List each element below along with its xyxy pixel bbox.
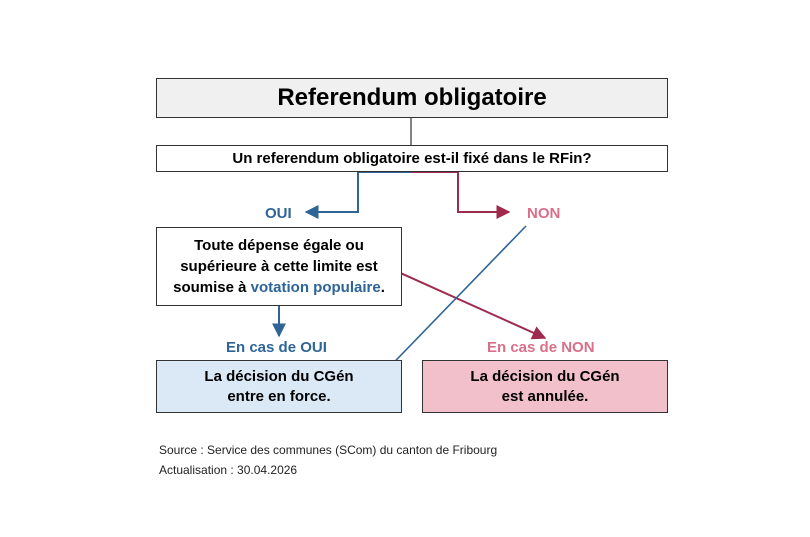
rule-line-1: Toute dépense égale ou: [194, 237, 364, 254]
rule-to-no-case-arrow: [375, 261, 547, 340]
update-date: Actualisation : 30.04.2026: [159, 463, 298, 477]
diagram-title-text: Referendum obligatoire: [277, 84, 547, 111]
no-result-line-2: est annulée.: [501, 387, 589, 405]
no-result-line-1: La décision du CGén: [470, 367, 620, 385]
question-text: Un referendum obligatoire est-il fixé da…: [232, 150, 592, 167]
if-yes-label: En cas de OUI: [226, 339, 327, 356]
yes-result-text: La décision du CGén entre en force.: [204, 367, 353, 407]
if-no-label: En cas de NON: [487, 339, 595, 356]
no-branch-arrow: [411, 171, 511, 219]
yes-result-line-2: entre en force.: [227, 387, 331, 405]
rule-line-2: supérieure à cette limite est: [180, 258, 378, 275]
rule-line-3-suffix: .: [380, 279, 385, 296]
rule-highlight: votation populaire: [250, 279, 381, 296]
diagram-title: Referendum obligatoire: [156, 78, 668, 118]
no-branch-label: NON: [527, 205, 561, 222]
rule-text: Toute dépense égale ou supérieure à cett…: [173, 235, 385, 298]
no-to-yes-result-arrow: [373, 225, 527, 384]
source-note: Source : Service des communes (SCom) du …: [159, 443, 498, 457]
rule-box: Toute dépense égale ou supérieure à cett…: [156, 227, 402, 306]
rule-line-3-prefix: soumise à: [173, 279, 251, 296]
yes-branch-label: OUI: [265, 205, 292, 222]
question-box: Un referendum obligatoire est-il fixé da…: [156, 145, 668, 172]
no-result-text: La décision du CGén est annulée.: [470, 367, 619, 407]
yes-result-line-1: La décision du CGén: [204, 367, 354, 385]
no-result-box: La décision du CGén est annulée.: [422, 360, 668, 413]
yes-result-box: La décision du CGén entre en force.: [156, 360, 402, 413]
yes-branch-arrow: [304, 171, 411, 219]
